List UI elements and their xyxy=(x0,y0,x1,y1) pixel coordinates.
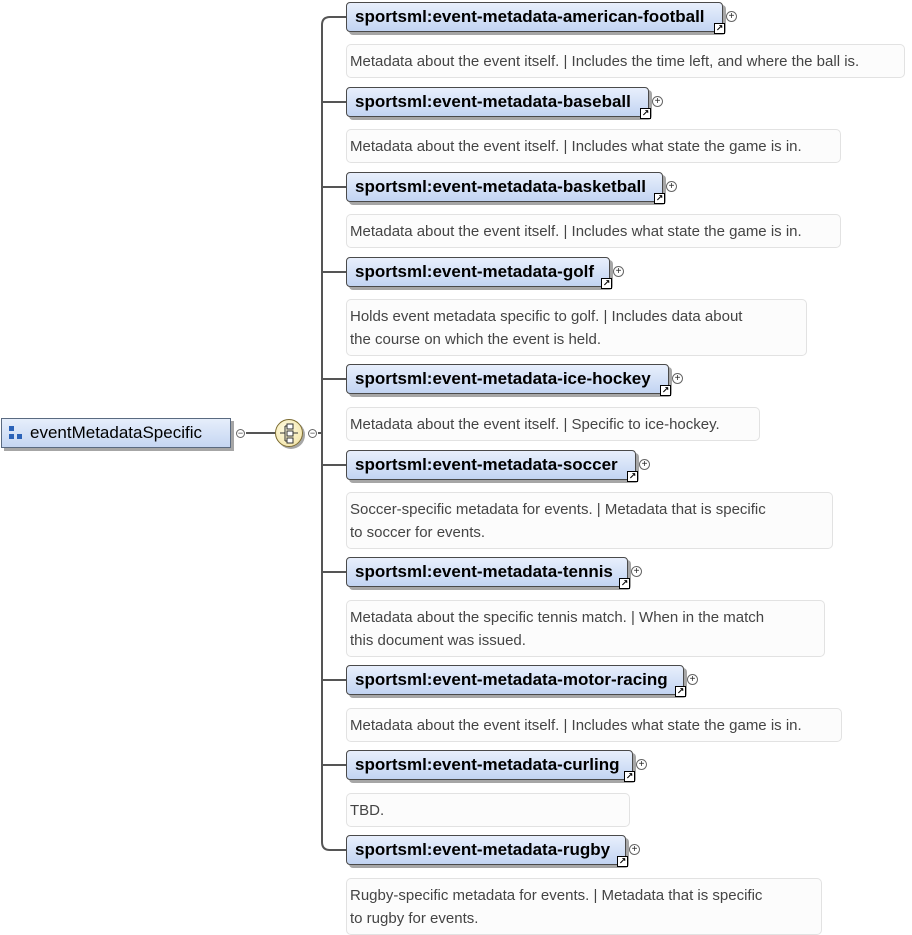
element-box[interactable]: sportsml:event-metadata-motor-racing ↗ xyxy=(346,665,686,697)
reference-arrow-icon: ↗ xyxy=(675,686,686,697)
reference-arrow-icon: ↗ xyxy=(654,193,665,204)
element-box[interactable]: sportsml:event-metadata-basketball ↗ xyxy=(346,172,665,204)
element-box[interactable]: sportsml:event-metadata-tennis ↗ xyxy=(346,557,630,589)
element-name: sportsml:event-metadata-basketball xyxy=(355,177,646,196)
documentation-line: Metadata about the event itself. | Inclu… xyxy=(350,53,860,70)
element-name: sportsml:event-metadata-ice-hockey xyxy=(355,369,651,388)
collapse-minus-icon[interactable]: − xyxy=(308,428,317,438)
documentation-note: Soccer-specific metadata for events. | M… xyxy=(346,492,833,549)
expand-plus-icon[interactable]: + xyxy=(726,11,737,22)
element-box[interactable]: sportsml:event-metadata-baseball ↗ xyxy=(346,87,651,119)
expand-plus-icon[interactable]: + xyxy=(639,459,650,470)
documentation-line: Soccer-specific metadata for events. | M… xyxy=(350,501,766,518)
reference-arrow-icon: ↗ xyxy=(627,471,638,482)
expand-plus-icon[interactable]: + xyxy=(672,373,683,384)
element-name: sportsml:event-metadata-tennis xyxy=(355,562,613,581)
documentation-note: Metadata about the event itself. | Inclu… xyxy=(346,214,841,248)
reference-arrow-icon: ↗ xyxy=(660,385,671,396)
element-box[interactable]: sportsml:event-metadata-american-footbal… xyxy=(346,2,725,34)
expand-plus-icon[interactable]: + xyxy=(629,844,640,855)
documentation-line: this document was issued. xyxy=(350,632,526,649)
root-element-name: eventMetadataSpecific xyxy=(30,423,202,442)
documentation-note: Rugby-specific metadata for events. | Me… xyxy=(346,878,822,935)
collapse-minus-icon[interactable]: − xyxy=(236,428,245,438)
element-box[interactable]: sportsml:event-metadata-golf ↗ xyxy=(346,257,612,289)
reference-arrow-icon: ↗ xyxy=(617,856,628,867)
documentation-line: Metadata about the event itself. | Inclu… xyxy=(350,717,802,734)
documentation-line: Holds event metadata specific to golf. |… xyxy=(350,308,743,325)
expand-plus-icon[interactable]: + xyxy=(631,566,642,577)
documentation-note: Metadata about the specific tennis match… xyxy=(346,600,825,657)
documentation-line: the course on which the event is held. xyxy=(350,331,601,348)
element-box[interactable]: sportsml:event-metadata-ice-hockey ↗ xyxy=(346,364,671,396)
reference-arrow-icon: ↗ xyxy=(714,23,725,34)
documentation-line: Metadata about the specific tennis match… xyxy=(350,609,765,626)
reference-arrow-icon: ↗ xyxy=(624,771,635,782)
documentation-line: to soccer for events. xyxy=(350,524,486,541)
documentation-note: Metadata about the event itself. | Speci… xyxy=(346,407,760,441)
documentation-note: Metadata about the event itself. | Inclu… xyxy=(346,129,841,163)
choice-compositor-icon[interactable] xyxy=(275,419,303,447)
documentation-note: Metadata about the event itself. | Inclu… xyxy=(346,708,842,742)
element-name: sportsml:event-metadata-curling xyxy=(355,755,620,774)
documentation-line: Metadata about the event itself. | Inclu… xyxy=(350,138,802,155)
documentation-line: Metadata about the event itself. | Inclu… xyxy=(350,223,802,240)
expand-plus-icon[interactable]: + xyxy=(687,674,698,685)
element-name: sportsml:event-metadata-baseball xyxy=(355,92,631,111)
expand-plus-icon[interactable]: + xyxy=(652,96,663,107)
element-icon xyxy=(9,426,23,440)
element-box[interactable]: sportsml:event-metadata-curling ↗ xyxy=(346,750,635,782)
element-name: sportsml:event-metadata-rugby xyxy=(355,840,611,859)
documentation-line: TBD. xyxy=(350,802,385,819)
documentation-line: Rugby-specific metadata for events. | Me… xyxy=(350,887,763,904)
expand-plus-icon[interactable]: + xyxy=(636,759,647,770)
expand-plus-icon[interactable]: + xyxy=(613,266,624,277)
documentation-line: Metadata about the event itself. | Speci… xyxy=(350,416,720,433)
choice-branch-line xyxy=(321,16,346,851)
documentation-note: Holds event metadata specific to golf. |… xyxy=(346,299,807,356)
reference-arrow-icon: ↗ xyxy=(601,278,612,289)
root-element-box[interactable]: eventMetadataSpecific xyxy=(1,418,231,448)
element-box[interactable]: sportsml:event-metadata-soccer ↗ xyxy=(346,450,638,482)
choice-symbol xyxy=(280,423,298,444)
documentation-note: TBD. xyxy=(346,793,630,827)
reference-arrow-icon: ↗ xyxy=(619,578,630,589)
documentation-note: Metadata about the event itself. | Inclu… xyxy=(346,44,905,78)
reference-arrow-icon: ↗ xyxy=(640,108,651,119)
expand-plus-icon[interactable]: + xyxy=(666,181,677,192)
element-name: sportsml:event-metadata-motor-racing xyxy=(355,670,668,689)
documentation-line: to rugby for events. xyxy=(350,910,479,927)
element-box[interactable]: sportsml:event-metadata-rugby ↗ xyxy=(346,835,628,867)
element-name: sportsml:event-metadata-soccer xyxy=(355,455,618,474)
element-name: sportsml:event-metadata-golf xyxy=(355,262,594,281)
element-name: sportsml:event-metadata-american-footbal… xyxy=(355,7,705,26)
